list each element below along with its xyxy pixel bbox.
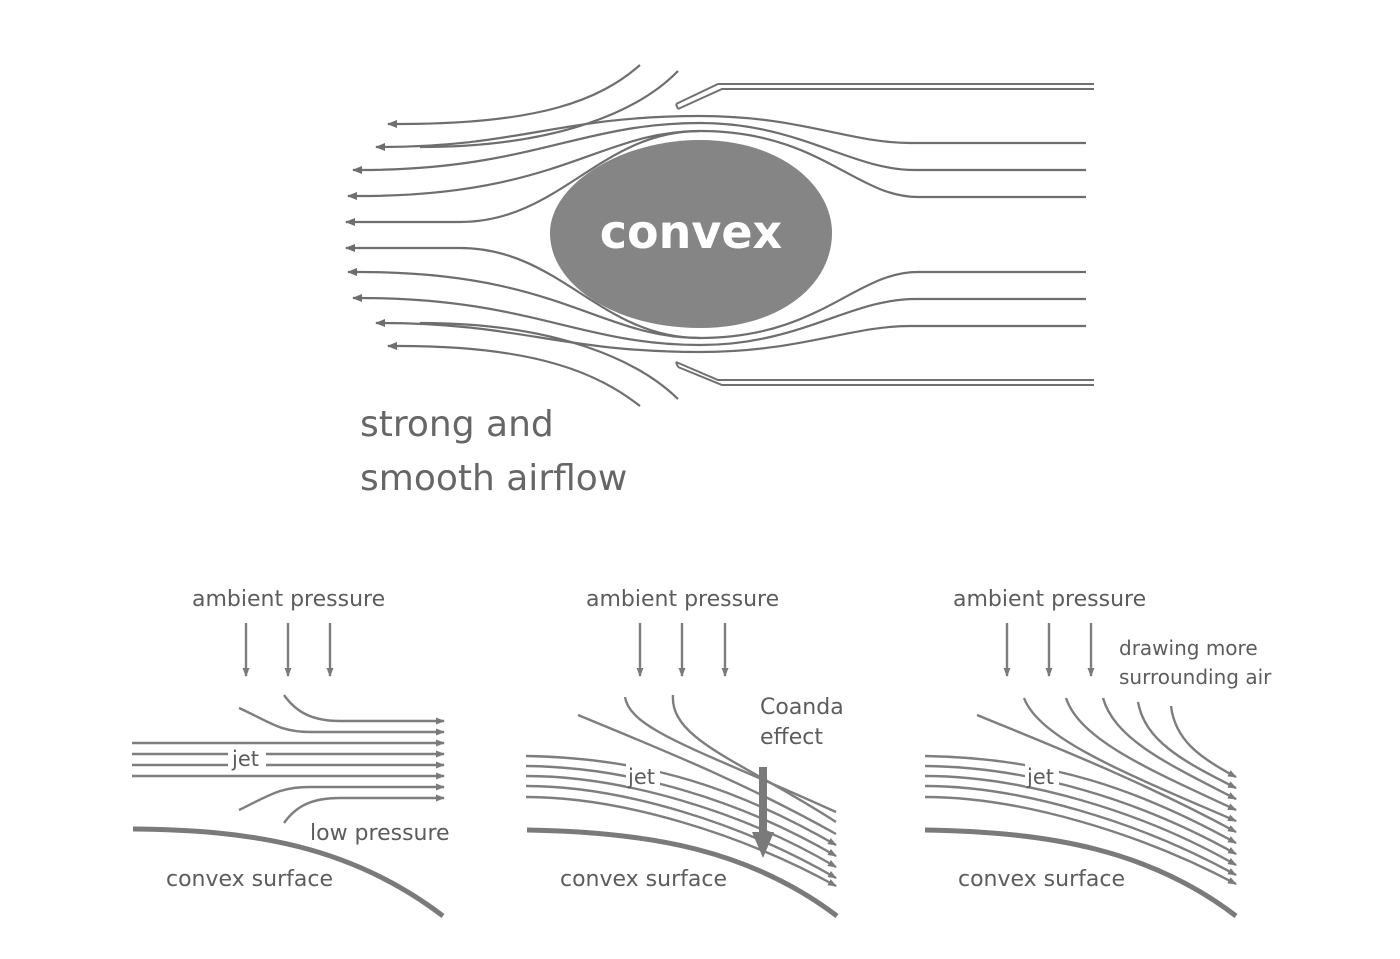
streamline-lower-2 xyxy=(352,294,1086,347)
streamline-upper-2 xyxy=(352,121,1086,174)
panel-1-surface-label: convex surface xyxy=(166,867,333,892)
panel-3-entrainment: ambient pressure jet drawing more surrou… xyxy=(924,587,1272,918)
streamline-bottom-entrain-2 xyxy=(419,321,679,400)
panel-3-jet-label: jet xyxy=(1026,765,1054,789)
panel-2-jet-4 xyxy=(525,784,837,880)
panel-1-entrain-top-1 xyxy=(283,694,445,725)
streamline-lower-1 xyxy=(375,319,1086,354)
convex-body xyxy=(550,140,832,328)
panel-2-jet-label: jet xyxy=(627,765,655,789)
panel-3-jet-4 xyxy=(924,784,1237,877)
caption-line-1: strong and xyxy=(360,404,554,445)
panel-3-convex-surface xyxy=(924,827,1238,918)
panel-2-entrain-2 xyxy=(671,694,837,824)
panel-3-entrain-2 xyxy=(1136,701,1237,790)
panel-2-entrain-3 xyxy=(577,713,837,836)
panel-2-jet-1 xyxy=(525,754,837,847)
streamline-bottom-entrain xyxy=(387,342,641,407)
panel-3-entrain-4 xyxy=(1064,697,1237,812)
top-airflow-diagram: convex strong and smooth airflow xyxy=(345,64,1094,499)
panel-3-entrain-1 xyxy=(1169,705,1237,779)
panel-3-ambient-label: ambient pressure xyxy=(953,587,1146,612)
panel-1-low-pressure-label: low pressure xyxy=(310,821,450,846)
lower-duct-wall xyxy=(675,361,1094,386)
streamline-lower-4 xyxy=(345,244,701,340)
panel-1-entrain-bot-1 xyxy=(238,783,445,812)
panel-3-entrain-6 xyxy=(976,713,1237,834)
panel-2-convex-surface xyxy=(526,827,839,918)
panel-2-coanda-label-1: Coanda xyxy=(760,695,844,720)
panel-3-jet-label-bg xyxy=(1025,762,1059,786)
panel-2-coanda-effect: ambient pressure jet Coanda effect conve… xyxy=(525,587,844,918)
panel-3-jet-5 xyxy=(924,795,1237,886)
panel-2-coanda-arrow xyxy=(752,767,774,858)
streamline-upper-1 xyxy=(375,114,1086,151)
panel-1-ambient-label: ambient pressure xyxy=(192,587,385,612)
streamline-top-entrain xyxy=(387,64,641,128)
panel-2-jet-label-bg xyxy=(626,762,660,786)
panel-1-convex-surface xyxy=(132,826,445,918)
panel-2-entrain-1 xyxy=(623,696,837,814)
panel-1-jet-label: jet xyxy=(231,747,259,771)
panel-2-surface-label: convex surface xyxy=(560,867,727,892)
panel-2-coanda-label-2: effect xyxy=(760,725,823,750)
panel-3-drawing-label-2: surrounding air xyxy=(1119,665,1272,689)
panel-3-surface-label: convex surface xyxy=(958,867,1125,892)
convex-label: convex xyxy=(600,205,782,259)
panel-3-drawing-label-1: drawing more xyxy=(1119,636,1258,660)
panel-3-entrain-3 xyxy=(1101,697,1237,801)
panel-2-ambient-label: ambient pressure xyxy=(586,587,779,612)
panel-3-jet-2 xyxy=(924,764,1237,856)
streamline-upper-4 xyxy=(345,129,701,226)
panel-2-jet-2 xyxy=(525,764,837,858)
panel-3-entrain-5 xyxy=(1022,697,1237,823)
caption-line-2: smooth airflow xyxy=(360,458,627,499)
panel-1-jet-straight: ambient pressure jet low pressure convex… xyxy=(132,587,450,918)
panel-3-jet-1 xyxy=(924,754,1237,845)
panel-2-jet-3 xyxy=(525,774,837,869)
panel-1-entrain-bot-2 xyxy=(283,794,445,824)
panel-2-jet-5 xyxy=(525,795,837,888)
panel-3-jet-3 xyxy=(924,774,1237,867)
panel-1-entrain-top-2 xyxy=(238,706,445,736)
upper-duct-wall xyxy=(675,83,1094,110)
